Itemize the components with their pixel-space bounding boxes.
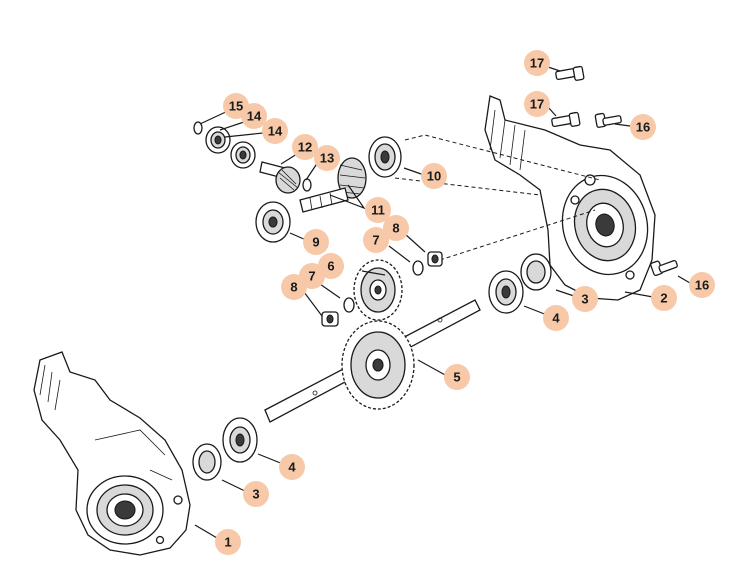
callout-5: 5 — [444, 364, 470, 390]
seal-3-right — [520, 253, 552, 291]
callout-16-upper: 16 — [630, 114, 656, 140]
screw-16-upper — [594, 112, 622, 128]
callout-8-lower: 8 — [281, 274, 307, 300]
callout-3-left: 3 — [243, 481, 269, 507]
callout-4-right: 4 — [543, 305, 569, 331]
svg-text:6: 6 — [327, 259, 334, 274]
housing-right — [484, 95, 656, 301]
bushing-8-lower — [321, 311, 339, 327]
svg-text:7: 7 — [308, 269, 315, 284]
screw-17-upper — [555, 65, 585, 81]
bearing-4-left — [222, 417, 258, 463]
gear-6 — [353, 259, 403, 321]
bearing-14-a — [205, 126, 231, 154]
circlip-15 — [193, 121, 203, 135]
leader-lines — [194, 66, 691, 539]
svg-text:16: 16 — [695, 278, 709, 293]
bearing-4-right — [488, 270, 524, 314]
assembly-line-upper — [404, 134, 601, 181]
main-shaft-5 — [264, 299, 481, 423]
bearing-14-b — [230, 141, 256, 169]
svg-text:11: 11 — [371, 203, 385, 218]
pinion-shaft-12 — [259, 161, 301, 194]
callout-7-upper: 7 — [363, 227, 389, 253]
svg-text:2: 2 — [660, 291, 667, 306]
bearing-9 — [255, 201, 291, 243]
washer-7-lower — [343, 297, 355, 313]
bevel-gear-11 — [299, 157, 367, 213]
callout-8-upper: 8 — [383, 215, 409, 241]
callout-15: 15 — [223, 93, 249, 119]
screw-16-lower — [650, 260, 678, 277]
callout-16-lower: 16 — [689, 272, 715, 298]
assembly-line-shaft — [394, 177, 541, 196]
svg-text:4: 4 — [288, 460, 296, 475]
assembly-line-lower — [439, 209, 596, 261]
callout-3-right: 3 — [572, 286, 598, 312]
svg-text:7: 7 — [372, 233, 379, 248]
svg-text:14: 14 — [247, 109, 262, 124]
svg-text:16: 16 — [636, 120, 650, 135]
svg-text:8: 8 — [290, 280, 297, 295]
svg-text:4: 4 — [552, 311, 560, 326]
svg-text:1: 1 — [224, 535, 231, 550]
svg-text:14: 14 — [268, 124, 283, 139]
ring-13 — [302, 178, 312, 192]
callout-17-upper: 17 — [524, 50, 550, 76]
callout-12: 12 — [292, 134, 318, 160]
svg-text:9: 9 — [312, 235, 319, 250]
svg-text:5: 5 — [453, 370, 460, 385]
callout-1: 1 — [215, 529, 241, 555]
svg-text:3: 3 — [252, 487, 259, 502]
svg-text:10: 10 — [427, 169, 441, 184]
callout-4-left: 4 — [279, 454, 305, 480]
screw-17-lower — [551, 111, 581, 128]
seal-3-left — [192, 443, 222, 481]
svg-text:8: 8 — [392, 221, 399, 236]
svg-text:12: 12 — [298, 140, 312, 155]
callout-2: 2 — [651, 285, 677, 311]
washer-7-upper — [412, 260, 424, 276]
callout-14-lower: 14 — [262, 118, 288, 144]
callout-17-lower: 17 — [524, 91, 550, 117]
svg-text:15: 15 — [229, 99, 243, 114]
svg-text:13: 13 — [320, 151, 334, 166]
callout-11: 11 — [365, 197, 391, 223]
bearing-10 — [368, 136, 402, 178]
svg-text:17: 17 — [530, 56, 544, 71]
bushing-8-upper — [427, 251, 443, 267]
housing-left — [33, 351, 191, 556]
svg-text:17: 17 — [530, 97, 544, 112]
callout-10: 10 — [421, 163, 447, 189]
svg-text:3: 3 — [581, 292, 588, 307]
callout-9: 9 — [303, 229, 329, 255]
callout-13: 13 — [314, 145, 340, 171]
